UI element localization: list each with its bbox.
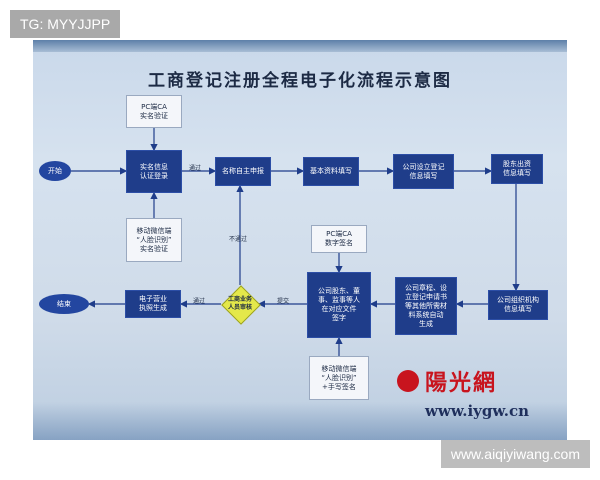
photo-top-band bbox=[33, 40, 567, 52]
source-tag: TG: MYYJJPP bbox=[10, 10, 121, 38]
bottom-watermark: www.aiqiyiwang.com bbox=[440, 440, 590, 468]
node-realname-verify: 实名信息 认证登录 bbox=[126, 150, 182, 193]
node-pc-ca-realname: PC端CA 实名验证 bbox=[126, 95, 182, 128]
diagram-title: 工商登记注册全程电子化流程示意图 bbox=[148, 71, 452, 91]
node-pc-ca-digital: PC端CA 数字签名 bbox=[311, 225, 367, 253]
site-url: www.iygw.cn bbox=[425, 402, 530, 420]
node-end: 结束 bbox=[39, 294, 89, 314]
node-review-label: 工商业务 人员审核 bbox=[227, 296, 252, 311]
node-end-label: 结束 bbox=[57, 300, 71, 308]
node-shareholder-contrib: 股东出资 信息填写 bbox=[491, 154, 543, 184]
node-mobile-face-sign: 移动微信端 “人脸识别” +手写签名 bbox=[309, 356, 369, 400]
label-pass-1: 通过 bbox=[189, 165, 202, 172]
node-sign-docs: 公司股东、董 事、监事等人 在对应文件 签字 bbox=[307, 272, 371, 338]
node-auto-generate: 公司章程、设 立登记申请书 等其他所需材 料系统自动 生成 bbox=[395, 277, 457, 335]
flow-arrows bbox=[71, 128, 520, 356]
node-start-label: 开始 bbox=[48, 167, 62, 175]
site-logo-icon bbox=[397, 370, 419, 392]
node-license: 电子营业 执照生成 bbox=[125, 290, 181, 318]
label-submit: 提交 bbox=[277, 298, 290, 305]
node-name-declare: 名称自主申报 bbox=[215, 157, 271, 186]
node-start: 开始 bbox=[39, 161, 71, 181]
label-pass-2: 通过 bbox=[193, 298, 206, 305]
photo-bottom-band bbox=[33, 402, 567, 440]
node-company-setup: 公司设立登记 信息填写 bbox=[393, 154, 454, 189]
node-mobile-face-realname: 移动微信端 “人脸识别” 实名验证 bbox=[126, 218, 182, 262]
flowchart-photo: 工商登记注册全程电子化流程示意图 开始 结束 PC端CA 实 bbox=[33, 40, 567, 440]
site-logo-text: 陽光網 bbox=[425, 370, 498, 396]
node-basic-info: 基本资料填写 bbox=[303, 157, 359, 186]
label-fail: 不通过 bbox=[229, 236, 248, 243]
node-review: 工商业务 人员审核 bbox=[221, 285, 261, 325]
node-org-info: 公司组织机构 信息填写 bbox=[488, 290, 548, 320]
